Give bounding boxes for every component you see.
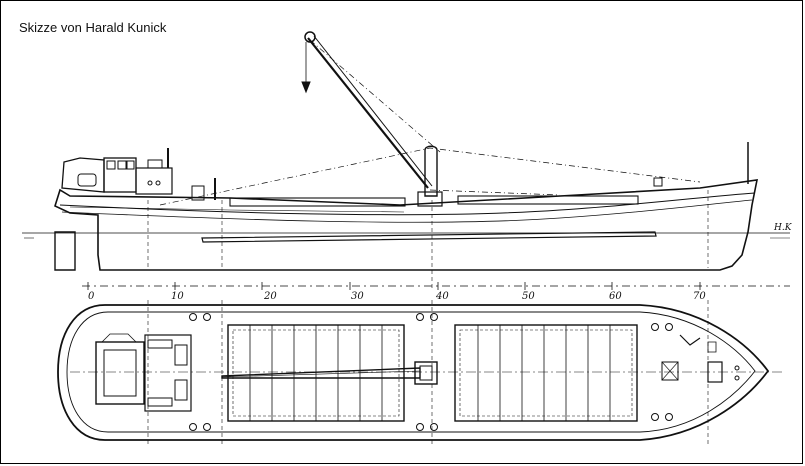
fwd-hatch-plan bbox=[454, 324, 638, 422]
scale-tick-40: 40 bbox=[435, 291, 449, 302]
hull-profile bbox=[54, 179, 759, 271]
engine-casing bbox=[144, 334, 192, 412]
aft-deckhouse bbox=[95, 341, 145, 405]
rudder bbox=[54, 231, 76, 271]
side-elevation: H.K bbox=[22, 31, 793, 290]
aft-hatch-side bbox=[229, 197, 406, 207]
plan-view bbox=[57, 300, 785, 445]
derrick-boom bbox=[307, 37, 429, 189]
drawing-caption: Skizze von Harald Kunick bbox=[19, 20, 167, 35]
scale-tick-50: 50 bbox=[522, 291, 535, 302]
boom-head-sheave bbox=[304, 31, 316, 43]
crane-base-plan bbox=[414, 361, 438, 385]
scale-bar: 0 10 20 30 40 50 60 70 bbox=[82, 282, 790, 302]
scale-tick-70: 70 bbox=[693, 291, 706, 302]
bilge-keel bbox=[201, 231, 657, 243]
scale-tick-20: 20 bbox=[263, 291, 277, 302]
waterline-label: H.K bbox=[773, 223, 793, 233]
fwd-hatch-side bbox=[457, 195, 639, 205]
deck-outline bbox=[57, 304, 770, 441]
scale-tick-60: 60 bbox=[609, 291, 622, 302]
derrick-boom-plan bbox=[221, 367, 421, 379]
wheelhouse bbox=[103, 157, 137, 193]
scale-tick-30: 30 bbox=[351, 291, 364, 302]
scale-tick-0: 0 bbox=[88, 291, 95, 302]
scale-tick-10: 10 bbox=[171, 291, 184, 302]
crane-post bbox=[424, 145, 438, 197]
fwd-ventilator bbox=[661, 361, 679, 381]
